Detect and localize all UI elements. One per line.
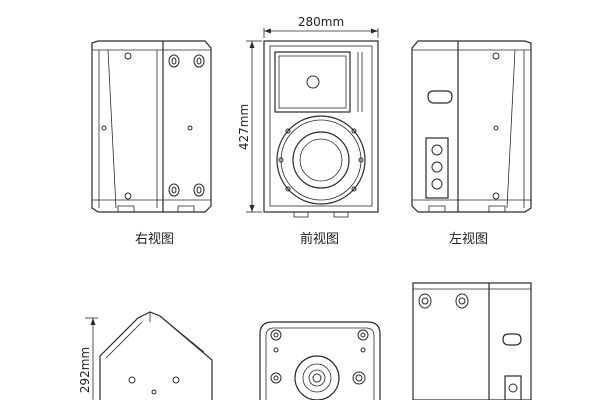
depth-height-dimension-text: 292mm: [78, 347, 92, 393]
depth-height-dimension: [85, 317, 98, 400]
back-view: [412, 282, 532, 400]
monitor-front-view: [259, 321, 381, 400]
width-dimension-text: 280mm: [298, 15, 344, 29]
height-dimension-text: 427mm: [237, 104, 251, 150]
front-view-label: 前视图: [300, 232, 340, 247]
left-view: [411, 40, 532, 213]
height-dimension: [246, 40, 262, 213]
width-dimension: [263, 28, 379, 38]
right-view: [91, 40, 212, 213]
left-view-label: 左视图: [449, 232, 489, 247]
front-view: [246, 28, 379, 218]
monitor-side-view: [85, 311, 213, 400]
right-view-label: 右视图: [135, 232, 175, 247]
